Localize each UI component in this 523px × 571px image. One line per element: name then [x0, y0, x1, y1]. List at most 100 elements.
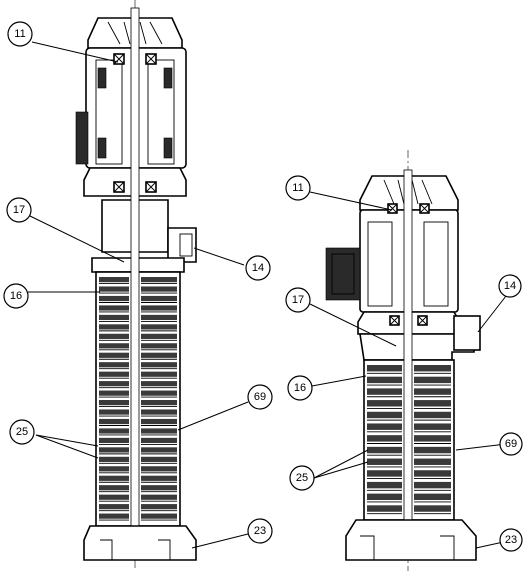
callout-11-small: 11 [285, 175, 311, 201]
impeller-stage [99, 485, 129, 491]
impeller-stage [367, 493, 402, 501]
impeller-stage [414, 458, 451, 465]
impeller-stage [99, 418, 129, 425]
impeller-stage [141, 409, 177, 415]
impeller-stage [141, 456, 177, 462]
impeller-stage [99, 305, 129, 311]
impeller-stage [141, 437, 177, 444]
impeller-stage [99, 295, 129, 302]
impeller-stage [99, 324, 129, 330]
impeller-stage [99, 371, 129, 377]
impeller-stage [414, 435, 451, 442]
callout-label: 16 [294, 382, 306, 394]
impeller-stage [141, 494, 177, 500]
small-pump-drawing [325, 150, 481, 571]
impeller-stage [414, 365, 451, 372]
callout-label: 16 [10, 290, 22, 302]
impeller-stage [141, 466, 177, 472]
impeller-stage [141, 390, 177, 396]
callout-25-large: 25 [9, 419, 35, 445]
large-pump-drawing [75, 0, 197, 571]
small-pump-stage-stack [367, 365, 451, 515]
impeller-stage [99, 333, 129, 339]
impeller-stage [99, 475, 129, 481]
impeller-stage [99, 352, 129, 358]
impeller-stage [141, 418, 177, 425]
impeller-stage [141, 324, 177, 330]
impeller-stage [99, 314, 129, 321]
callout-11-large: 11 [7, 21, 33, 47]
callout-69-large: 69 [247, 384, 273, 410]
impeller-stage [141, 447, 177, 453]
impeller-stage [99, 390, 129, 396]
impeller-stage [414, 411, 451, 419]
callout-label: 23 [254, 525, 266, 537]
impeller-stage [141, 362, 177, 368]
impeller-stage [414, 376, 451, 384]
impeller-stage [99, 494, 129, 500]
callout-17-large: 17 [6, 197, 32, 223]
impeller-stage [99, 409, 129, 415]
impeller-stage [367, 388, 402, 395]
impeller-stage [141, 381, 177, 387]
callout-label: 14 [252, 262, 264, 274]
impeller-stage [99, 504, 129, 510]
impeller-stage [414, 423, 451, 430]
callout-23-small: 23 [499, 528, 523, 552]
impeller-stage [99, 286, 129, 292]
impeller-stage [367, 400, 402, 407]
impeller-stage [414, 388, 451, 395]
impeller-stage [414, 505, 451, 512]
impeller-stage [141, 305, 177, 311]
impeller-stage [99, 428, 129, 434]
impeller-stage [141, 428, 177, 434]
callout-14-large: 14 [245, 255, 271, 281]
impeller-stage [141, 286, 177, 292]
impeller-stage [99, 447, 129, 453]
impeller-stage [414, 446, 451, 454]
impeller-stage [141, 400, 177, 406]
impeller-stage [141, 333, 177, 339]
impeller-stage [367, 411, 402, 419]
impeller-stage [99, 343, 129, 349]
callout-23-large: 23 [247, 518, 273, 544]
impeller-stage [99, 456, 129, 462]
impeller-stage [141, 314, 177, 321]
impeller-stage [367, 505, 402, 512]
callout-label: 25 [296, 472, 308, 484]
impeller-stage [141, 295, 177, 302]
impeller-stage [99, 513, 129, 519]
impeller-stage [367, 481, 402, 489]
callout-25-small: 25 [289, 465, 315, 491]
callout-14-small: 14 [498, 274, 522, 298]
callout-label: 14 [504, 280, 516, 292]
impeller-stage [141, 475, 177, 481]
callout-label: 11 [292, 182, 303, 194]
impeller-stage [414, 400, 451, 407]
impeller-stage [367, 470, 402, 477]
callout-label: 69 [505, 438, 517, 450]
callout-label: 69 [254, 391, 266, 403]
impeller-stage [141, 371, 177, 377]
large-pump-stage-stack [99, 277, 177, 521]
impeller-stage [367, 423, 402, 430]
impeller-stage [99, 400, 129, 406]
impeller-stage [99, 466, 129, 472]
callout-16-large: 16 [3, 283, 29, 309]
impeller-stage [367, 365, 402, 372]
leader-lines [28, 41, 509, 549]
callout-label: 25 [16, 426, 28, 438]
callout-label: 17 [292, 294, 304, 306]
callout-label: 17 [13, 204, 25, 216]
impeller-stage [99, 437, 129, 444]
impeller-stage [99, 277, 129, 283]
impeller-stage [367, 376, 402, 384]
impeller-stage [141, 513, 177, 519]
impeller-stage [141, 485, 177, 491]
callout-69-small: 69 [499, 432, 523, 456]
callout-17-small: 17 [285, 287, 311, 313]
impeller-stage [367, 458, 402, 465]
impeller-stage [367, 446, 402, 454]
impeller-stage [367, 435, 402, 442]
